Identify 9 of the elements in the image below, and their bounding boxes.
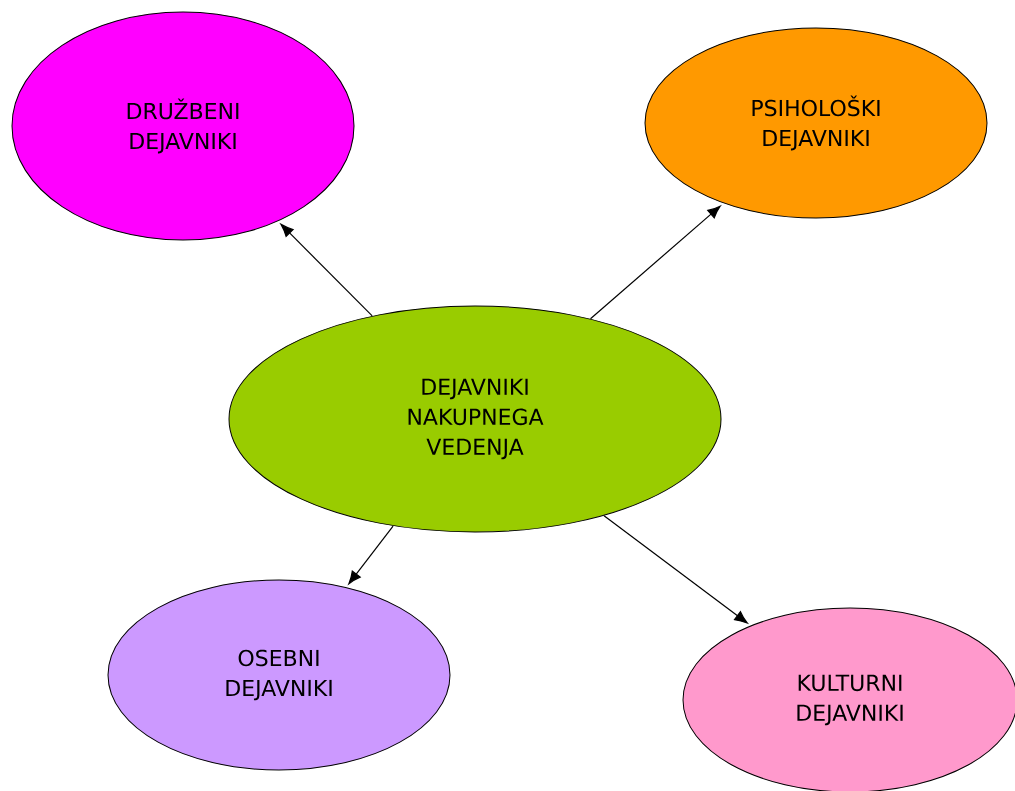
ellipse-node: DRUŽBENI DEJAVNIKI [11, 11, 355, 241]
arrow [348, 525, 394, 585]
arrow [589, 205, 721, 320]
arrow [603, 515, 748, 624]
ellipse-node: KULTURNI DEJAVNIKI [682, 607, 1015, 791]
ellipse-node: DEJAVNIKI NAKUPNEGA VEDENJA [228, 305, 722, 533]
arrow [280, 223, 373, 317]
ellipse-node: OSEBNI DEJAVNIKI [107, 579, 451, 771]
ellipse-node: PSIHOLOŠKI DEJAVNIKI [644, 27, 988, 219]
